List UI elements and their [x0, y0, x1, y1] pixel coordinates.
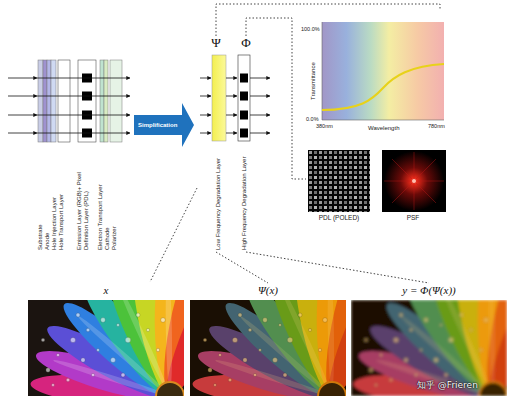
layer-label: Emission Layer (RGB)+ Pixel Definition L…: [76, 158, 90, 250]
layer-symbol: Φ: [234, 36, 258, 51]
flower-image-blurred: [351, 300, 507, 396]
psf-image: [412, 179, 416, 183]
tick-label: 780nm: [428, 123, 445, 129]
layer-label: Polarizer: [111, 226, 118, 250]
tick-label: 380nm: [316, 123, 333, 129]
transmittance-plot: [322, 64, 444, 110]
layer-label: Hole Transport Layer: [58, 194, 65, 250]
pixel-definition-block: [240, 129, 248, 138]
simplification-arrow: Simplification: [134, 103, 194, 147]
transmittance-plot: [322, 22, 444, 120]
light-ray-arrow: [8, 115, 37, 116]
oled-stack: [38, 60, 43, 142]
psf-image: [392, 159, 436, 203]
flower-image: [28, 300, 184, 396]
light-ray-arrow: [8, 78, 37, 79]
layer-label: Cathode: [104, 227, 111, 250]
pixel-definition-block: [240, 74, 248, 83]
layer-label: Hole Injection Layer: [51, 197, 58, 250]
light-ray-arrow: [8, 96, 37, 97]
low-frequency-layer: Ψ Low Frequency Degradation Layer: [200, 36, 232, 252]
psf-image-panel: PSF: [378, 148, 448, 228]
transmittance-plot: [322, 120, 444, 121]
arrow-shape: [134, 103, 194, 147]
pixel-definition-block: [240, 111, 248, 120]
pixel-definition-block: [240, 74, 248, 138]
dotted-connector: [216, 4, 440, 36]
low-frequency-band: [212, 55, 226, 141]
oled-stack: [78, 60, 96, 142]
psf-image: [392, 159, 436, 203]
oled-stack: [47, 60, 51, 142]
image-panel: y = Φ(Ψ(x)): [351, 283, 507, 396]
flower-image-blurred: [351, 300, 507, 396]
light-ray-arrow: [200, 115, 211, 116]
layer-label: Anode: [44, 233, 51, 250]
arrow-label: Simplification: [138, 122, 177, 129]
tick-label: 100.0%: [301, 26, 320, 32]
image-panel: x: [28, 283, 184, 396]
high-frequency-layer: Φ High Frequency Degradation Layer: [234, 36, 258, 252]
light-ray-arrow: [250, 115, 270, 116]
psf-image: [382, 150, 446, 212]
dotted-connector: [246, 252, 429, 283]
oled-stack: [104, 60, 108, 142]
layer-label: High Frequency Degradation Layer: [241, 157, 248, 250]
image-caption: y = Φ(Ψ(x)): [351, 284, 507, 297]
image-caption: PDL (POLED): [306, 214, 372, 221]
leader-line: [150, 188, 197, 282]
flower-image: [28, 300, 184, 396]
transmittance-chart: Transmittance 100.0% 0.0%380nm Wavelength 78…: [298, 10, 450, 138]
layer-label: Substrate: [37, 224, 44, 250]
image-caption: PSF: [378, 214, 448, 221]
watermark: 知乎 @Frieren: [417, 379, 478, 392]
light-ray-arrow: [37, 78, 130, 79]
image-caption: x: [28, 284, 184, 297]
transmittance-plot: [322, 22, 323, 120]
light-ray-arrow: [226, 78, 237, 79]
tick-label: 0.0%: [306, 116, 319, 122]
light-ray-arrow: [37, 96, 130, 97]
pdl-image: [308, 150, 370, 212]
high-frequency-band: [238, 55, 250, 141]
layer-symbol: Ψ: [200, 36, 232, 51]
pdl-image-panel: PDL (POLED): [306, 148, 372, 228]
light-ray-arrow: [200, 78, 270, 133]
oled-stack: [100, 60, 104, 142]
light-ray-arrow: [8, 133, 37, 134]
oled-stack: [110, 60, 122, 142]
transmittance-plot: [322, 22, 444, 120]
psf-image: [384, 151, 444, 211]
oled-stack: [38, 60, 122, 142]
light-ray-arrow: [226, 133, 237, 134]
light-ray-arrow: [37, 115, 130, 116]
psf-image: [384, 152, 444, 210]
psf-image: [382, 150, 446, 212]
oled-stack: [43, 60, 47, 142]
pixel-definition-block: [240, 92, 248, 101]
oled-stack: [51, 60, 56, 142]
flower-image-degraded: [190, 300, 346, 396]
light-ray-arrow: [226, 96, 237, 97]
light-ray-arrow: [200, 96, 211, 97]
light-ray-arrow: [250, 96, 270, 97]
dotted-connector: [216, 252, 268, 283]
image-caption: Ψ(x): [190, 284, 346, 297]
light-ray-arrow: [37, 133, 130, 134]
light-ray-arrow: [226, 115, 237, 116]
pixel-definition-block: [82, 74, 92, 138]
light-ray-arrow: [200, 133, 211, 134]
dotted-connector: [246, 18, 306, 179]
image-panel: Ψ(x): [190, 283, 346, 396]
light-ray-arrow: [250, 133, 270, 134]
layer-label: Electron Transport Layer: [97, 184, 104, 250]
oled-stack: [58, 60, 70, 142]
axis-title: Transmittance: [310, 62, 317, 100]
flower-image-degraded: [190, 300, 346, 396]
light-ray-arrow: [200, 78, 211, 79]
axis-title: Wavelength: [368, 125, 399, 132]
layer-label: Low Frequency Degradation Layer: [215, 158, 222, 250]
light-ray-arrow: [8, 78, 130, 133]
light-ray-arrow: [250, 78, 270, 79]
